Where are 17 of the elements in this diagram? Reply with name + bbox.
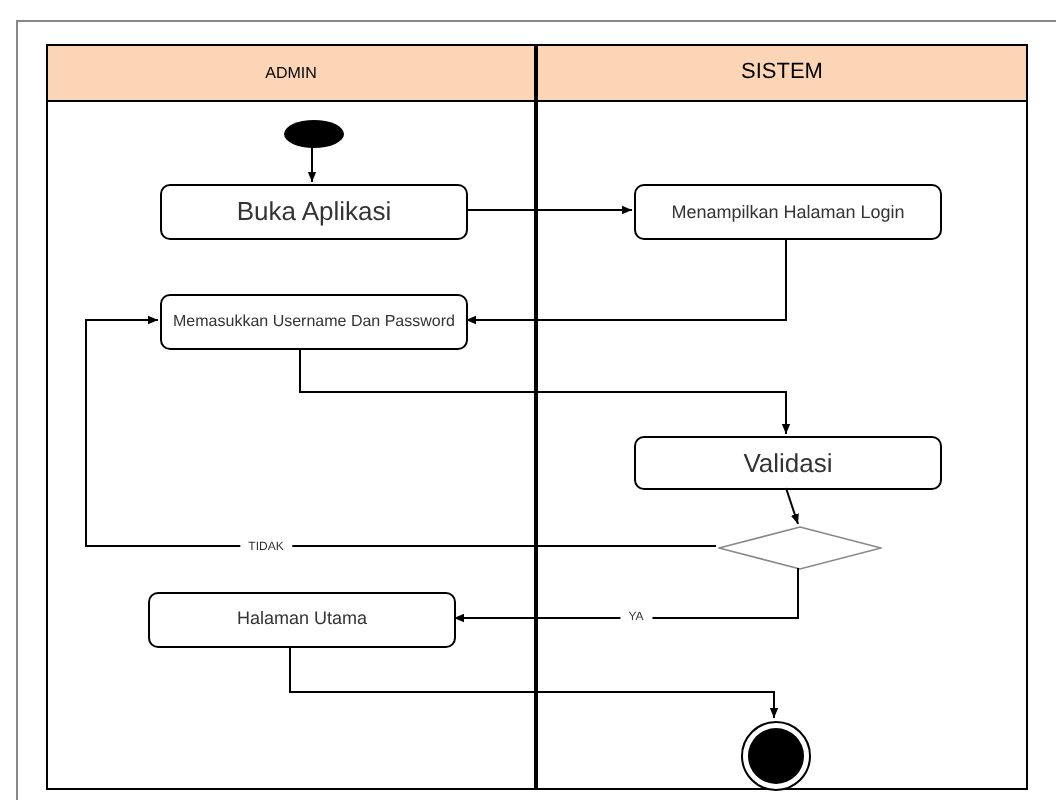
lane-header: ADMIN [48, 46, 534, 102]
arrow [465, 237, 787, 325]
arrow [785, 487, 799, 525]
swimlane [536, 44, 1028, 790]
activity-box: Menampilkan Halaman Login [634, 184, 942, 240]
activity-box: Buka Aplikasi [160, 184, 468, 240]
arrow [307, 145, 317, 183]
lane-header: SISTEM [538, 46, 1026, 102]
arrow [289, 645, 779, 719]
arrow [465, 205, 633, 215]
activity-box: Halaman Utama [148, 592, 456, 648]
arrow [299, 347, 791, 435]
swimlane [46, 44, 536, 790]
arrow [85, 315, 717, 547]
activity-box: Validasi [634, 436, 942, 490]
arrow [453, 567, 799, 623]
activity-box: Memasukkan Username Dan Password [160, 294, 468, 350]
